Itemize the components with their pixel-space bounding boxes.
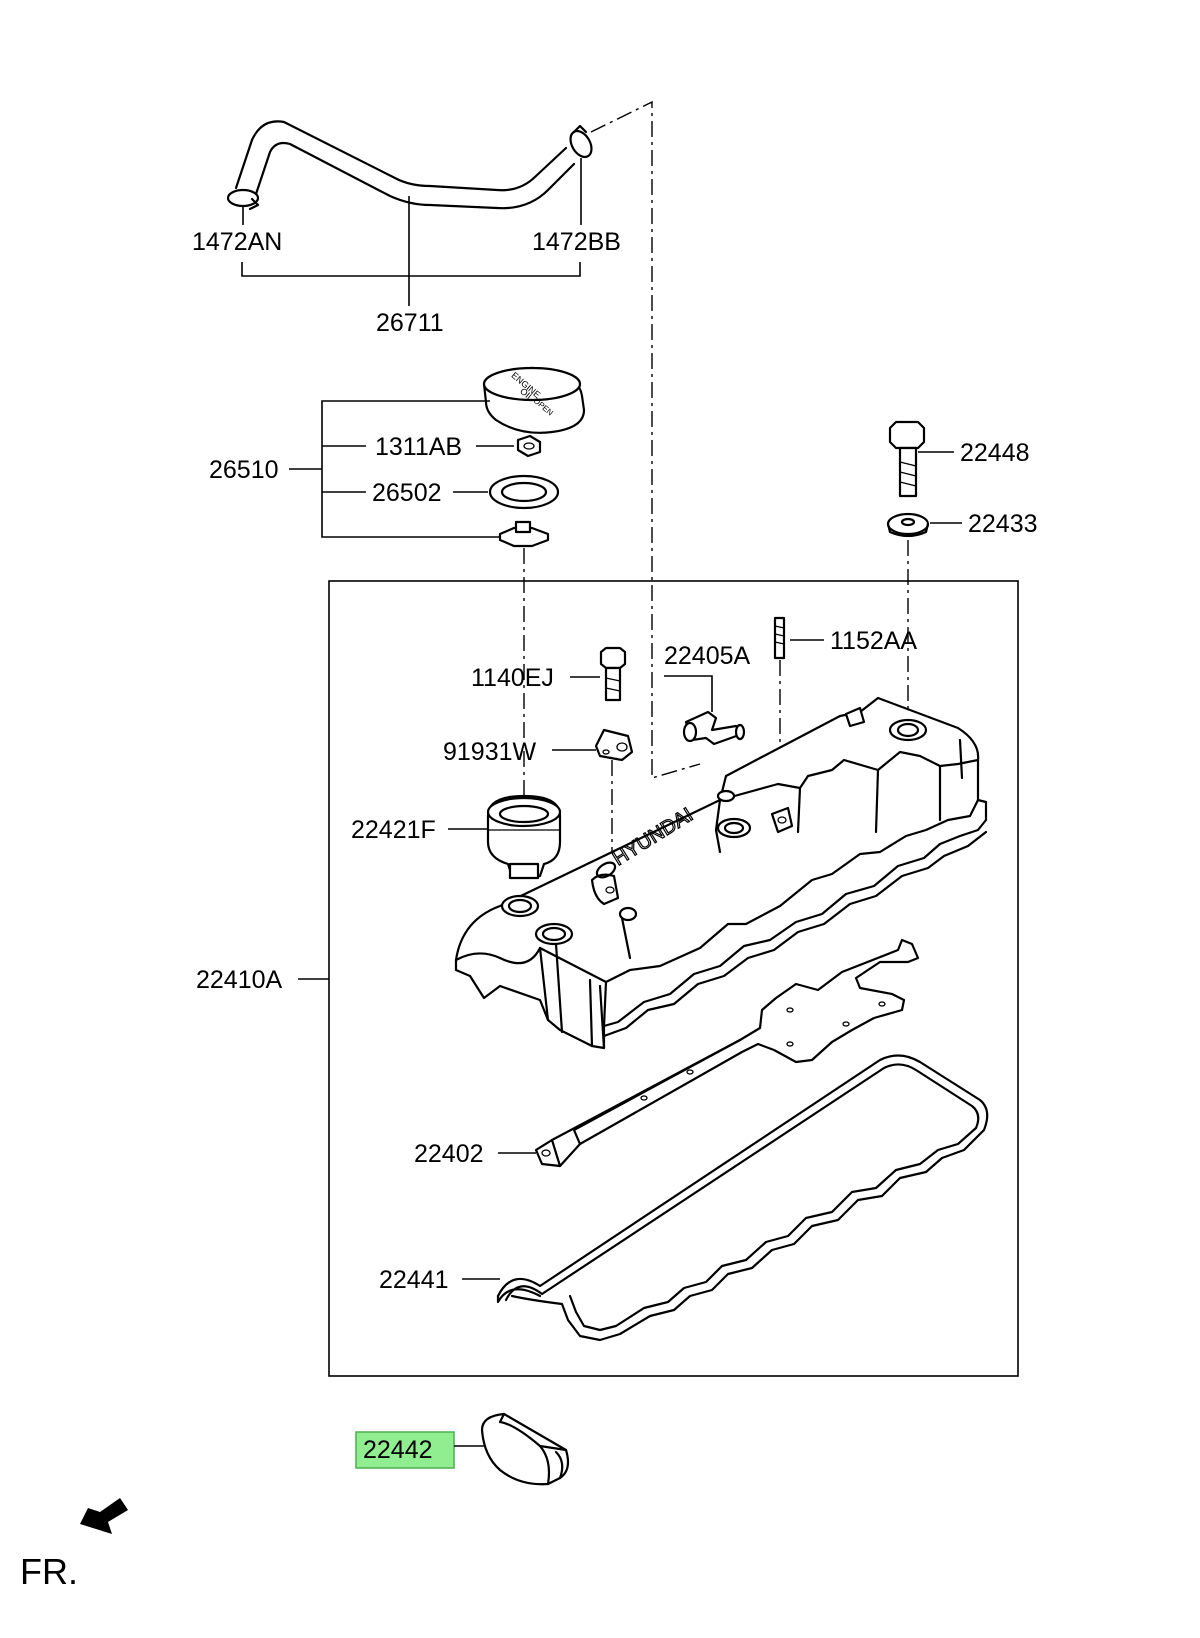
cap-retainer[interactable] (498, 520, 550, 548)
front-label: FR. (20, 1551, 78, 1592)
label-1311AB: 1311AB (375, 433, 462, 461)
bracket[interactable] (594, 728, 634, 762)
filler-neck[interactable] (486, 794, 562, 880)
hose-clamp-left[interactable] (226, 188, 260, 211)
label-22448: 22448 (960, 439, 1030, 467)
cap-nut[interactable] (516, 434, 542, 458)
label-1140EJ: 1140EJ (471, 664, 554, 692)
rocker-cover[interactable]: HYUNDAI (454, 696, 988, 1050)
front-direction-indicator: FR. (20, 1498, 128, 1592)
label-91931W: 91931W (443, 738, 537, 766)
label-22442[interactable]: 22442 (363, 1436, 433, 1464)
breather-hose[interactable] (234, 120, 576, 210)
stud[interactable] (773, 616, 786, 660)
highlight-box-22442 (355, 1431, 455, 1469)
label-22433: 22433 (968, 510, 1038, 538)
oil-filler-cap[interactable]: ENGINE OIL OPEN (482, 366, 586, 434)
half-moon-seal[interactable] (480, 1412, 570, 1486)
label-26502: 26502 (372, 479, 442, 507)
label-1472BB: 1472BB (532, 228, 621, 256)
label-26510: 26510 (209, 456, 279, 484)
pcv-nipple[interactable] (682, 710, 746, 746)
label-22441: 22441 (379, 1266, 449, 1294)
label-22421F: 22421F (351, 816, 436, 844)
label-1472AN: 1472AN (192, 228, 282, 256)
label-26711: 26711 (376, 309, 444, 337)
label-22402: 22402 (414, 1140, 484, 1168)
label-1152AA: 1152AA (830, 627, 917, 655)
cover-gasket[interactable] (496, 1054, 989, 1342)
label-22405A: 22405A (664, 642, 751, 670)
label-22410A: 22410A (196, 966, 283, 994)
baffle-plate[interactable] (534, 938, 920, 1168)
bracket-bolt[interactable] (599, 646, 627, 702)
cover-washer[interactable] (886, 512, 930, 538)
cap-gasket[interactable] (488, 474, 560, 510)
front-arrow-icon (80, 1498, 128, 1534)
cover-bolt[interactable] (888, 420, 926, 498)
hose-clamp-right[interactable] (566, 124, 596, 161)
